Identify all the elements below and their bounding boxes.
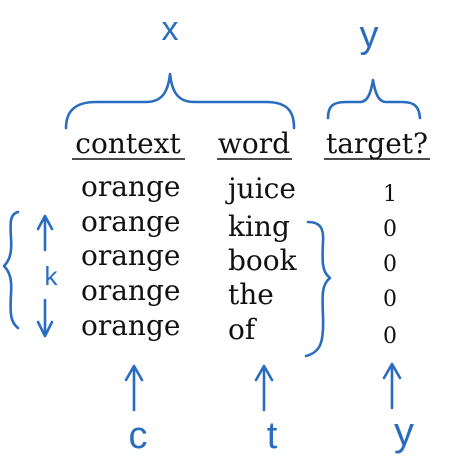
target-cell: 0 [383,252,397,277]
word-cell: book [228,244,298,277]
label-k: k [45,261,59,291]
context-cell: orange [81,274,180,307]
brace-k [2,210,20,330]
label-x: x [162,10,179,48]
arrow-t-icon [254,364,274,382]
target-cell: 0 [383,287,397,312]
word-cell: king [228,210,290,243]
context-cell: orange [81,170,180,203]
label-c: c [129,415,148,457]
arrow-y-icon [382,362,402,380]
word-cell: of [228,313,258,346]
arrow-c-icon [124,364,144,382]
word-cell: the [228,278,274,311]
header-context: context [75,127,181,160]
header-target: target? [326,127,428,160]
label-y-bottom: y [394,410,414,454]
brace-x [64,72,296,130]
word-cell: juice [225,172,296,205]
target-cell: 0 [383,324,397,349]
label-y-top: y [360,14,379,56]
brace-y [326,78,422,120]
target-cell: 1 [383,182,397,207]
context-cell: orange [81,205,180,238]
target-cell: 0 [383,217,397,242]
arrow-up-icon [36,214,54,231]
label-t: t [267,415,278,457]
context-cell: orange [81,309,180,342]
context-cell: orange [81,239,180,272]
arrow-down-icon [36,320,54,338]
brace-words [304,220,332,358]
header-word: word [218,127,290,160]
